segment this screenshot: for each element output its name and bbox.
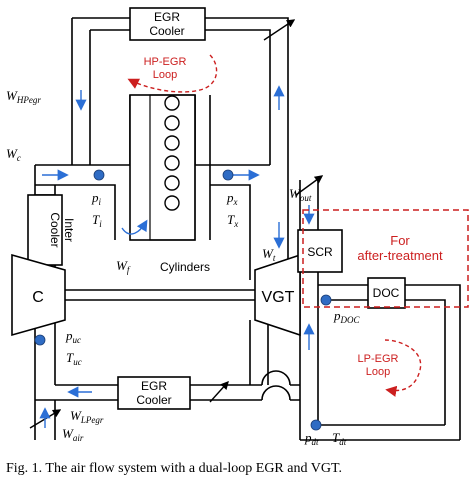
var-w-air: Wair [62, 426, 84, 443]
var-t-i: Ti [92, 212, 102, 229]
cylinder-block: Cylinders [129, 94, 210, 274]
hp-egr-pipe-outer [71, 17, 289, 200]
var-w-f: Wf [116, 258, 131, 275]
egr-cooler-top-line1: EGR [154, 10, 180, 24]
sensor-uc [34, 334, 46, 346]
var-w-t: Wt [262, 246, 276, 263]
egr-cooler-top: EGR Cooler [129, 7, 206, 41]
scr-box: SCR [297, 229, 343, 273]
sensors [34, 169, 332, 431]
var-w-lpegr: WLPegr [70, 408, 104, 425]
cylinder-5 [164, 175, 180, 191]
turbine-outlet [249, 320, 269, 385]
var-w-out: Wout [289, 186, 312, 203]
aftertreatment-label-line1: For [390, 233, 410, 248]
scr-label: SCR [307, 245, 333, 259]
var-p-dt: pdt [304, 430, 319, 447]
var-p-i: pi [91, 190, 102, 207]
turbine: VGT [254, 253, 301, 337]
doc-box: DOC [367, 277, 406, 309]
valves [29, 19, 324, 429]
egr-cooler-top-line2: Cooler [149, 24, 184, 38]
sensor-intake [93, 169, 105, 181]
variable-labels: WHPegr Wc pi Ti Wf px Tx Wt Wout pDOC pu… [6, 88, 360, 447]
lp-egr-label-line1: LP-EGR [358, 353, 399, 365]
lp-egr-valve [209, 380, 229, 403]
cylinder-1 [164, 95, 180, 111]
egr-cooler-bottom-line2: Cooler [136, 393, 171, 407]
var-p-doc: pDOC [333, 308, 360, 325]
lp-egr-label-line2: Loop [366, 366, 390, 378]
intake-left-pipe [34, 165, 56, 195]
var-t-uc: Tuc [66, 350, 82, 367]
crossover-arc [261, 370, 291, 401]
inter-cooler-line1: Inter [62, 218, 76, 242]
aftertreatment-region [302, 209, 469, 308]
cylinder-4 [164, 155, 180, 171]
inter-cooler-line2: Cooler [48, 212, 62, 247]
var-t-x: Tx [227, 212, 238, 229]
sensor-exhaust [222, 169, 234, 181]
inter-cooler: Inter Cooler [27, 194, 76, 266]
hp-egr-loop-arrow [127, 54, 218, 93]
egr-cooler-bottom-line1: EGR [141, 379, 167, 393]
var-p-x: px [226, 190, 238, 207]
doc-label: DOC [373, 286, 400, 300]
flow-arrow-fuel [121, 219, 148, 235]
bottom-return [300, 424, 460, 441]
hp-egr-label-line1: HP-EGR [144, 56, 187, 68]
figure-caption: Fig. 1. The air flow system with a dual-… [6, 461, 342, 476]
sensor-doc [320, 294, 332, 306]
cylinder-2 [164, 115, 180, 131]
turbine-label: VGT [262, 289, 295, 306]
cylinder-3 [164, 135, 180, 151]
exhaust-valve [295, 175, 324, 196]
doc-branch [318, 284, 461, 440]
var-w-hpegr: WHPegr [6, 88, 41, 105]
compressor: C [11, 253, 66, 337]
lp-egr-loop-arrow [384, 339, 422, 397]
sensor-dt [310, 419, 322, 431]
hp-egr-valve [263, 19, 296, 41]
var-p-uc: puc [65, 328, 81, 345]
compressor-outlet [34, 320, 56, 400]
cylinders-label: Cylinders [160, 260, 210, 274]
hp-egr-label-line2: Loop [153, 69, 177, 81]
aftertreatment-label-line2: after-treatment [357, 248, 443, 263]
flow-arrows [39, 85, 315, 428]
hp-egr-pipe-inner [89, 29, 271, 165]
air-inlet [34, 400, 56, 440]
var-w-c: Wc [6, 146, 21, 163]
cylinder-6 [164, 195, 180, 211]
turbo-shaft [65, 289, 255, 301]
compressor-label: C [32, 289, 44, 306]
var-t-dt: Tdt [332, 430, 347, 447]
pipes [34, 17, 461, 441]
egr-cooler-bottom: EGR Cooler [117, 376, 191, 410]
